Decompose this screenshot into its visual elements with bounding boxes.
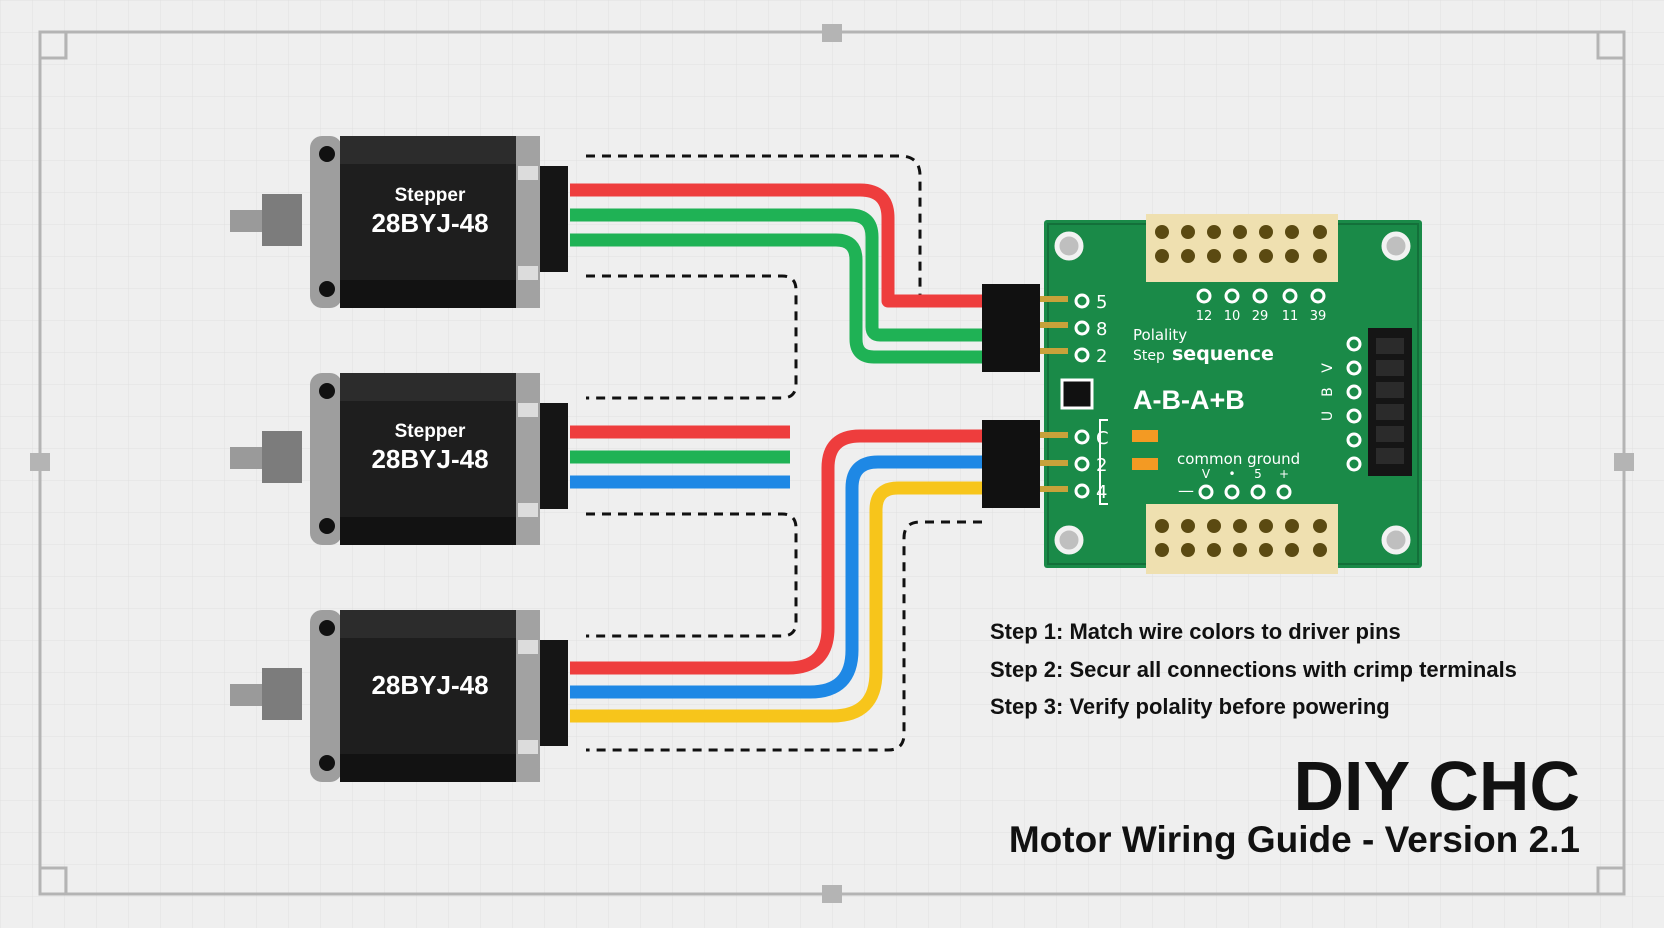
- frame-handle-right[interactable]: [1614, 453, 1634, 471]
- motor-body: [340, 610, 518, 782]
- pin-label: 39: [1310, 309, 1327, 324]
- pin-label: V: [1320, 363, 1336, 373]
- motor-2[interactable]: Stepper 28BYJ-48: [230, 373, 568, 545]
- step-2-text: Step 2: Secur all connections with crimp…: [990, 657, 1517, 682]
- motor-connector: [540, 403, 568, 509]
- page-title: DIY CHC: [1293, 747, 1580, 825]
- frame: [30, 24, 1634, 903]
- pin-label: 29: [1252, 309, 1269, 324]
- motor-3[interactable]: 28BYJ-48: [230, 610, 568, 782]
- top-terminal-block: [1146, 214, 1338, 282]
- bottom-terminal-block: [1146, 504, 1338, 574]
- motor-2-name: Stepper: [395, 421, 466, 442]
- driver-connector-bottom[interactable]: C 2 4: [982, 420, 1109, 508]
- motor-3-model: 28BYJ-48: [371, 670, 488, 700]
- driver-connector-top[interactable]: 5 8 2: [982, 284, 1107, 372]
- pin-label: B: [1320, 387, 1336, 397]
- pin-label: 5: [1096, 292, 1107, 313]
- pin-label: U: [1320, 411, 1336, 421]
- pin-label: V: [1202, 467, 1211, 481]
- pin-label: 12: [1196, 309, 1213, 324]
- right-pin-header: [1368, 328, 1412, 476]
- driver-board[interactable]: 12 10 29 11 39 V B U — V • 5 + Polality …: [1044, 214, 1422, 574]
- dashed-guide-4: [586, 520, 982, 752]
- motor-1-model: 28BYJ-48: [371, 208, 488, 238]
- wires: [570, 183, 982, 723]
- step-label: Step: [1133, 348, 1165, 364]
- sequence-label: sequence: [1172, 343, 1274, 365]
- frame-handle-bottom[interactable]: [822, 885, 842, 903]
- pin-label: 8: [1096, 319, 1107, 340]
- mounting-hole: [319, 518, 335, 534]
- motor-1-wires: [570, 183, 982, 364]
- motor-2-wires: [570, 425, 790, 489]
- pin-label: +: [1279, 467, 1289, 481]
- wire: [570, 183, 982, 308]
- polarity-label: Polality: [1133, 326, 1187, 344]
- motor-connector: [540, 640, 568, 746]
- step-3-text: Step 3: Verify polality before powering: [990, 694, 1390, 719]
- mounting-hole: [319, 383, 335, 399]
- wire: [570, 455, 982, 699]
- mounting-hole: [319, 146, 335, 162]
- wire: [570, 429, 982, 675]
- instructions: Step 1: Match wire colors to driver pins…: [990, 619, 1517, 719]
- board-mounting-holes: [1054, 231, 1411, 555]
- wire: [570, 233, 982, 364]
- sequence-value: A-B-A+B: [1133, 385, 1245, 415]
- motor-connector: [540, 166, 568, 272]
- pin-label: 2: [1096, 346, 1107, 367]
- smd-component: [1132, 430, 1158, 442]
- smd-component: [1132, 458, 1158, 470]
- pin-label: 2: [1096, 455, 1107, 476]
- step-1-text: Step 1: Match wire colors to driver pins: [990, 619, 1401, 644]
- page-subtitle: Motor Wiring Guide - Version 2.1: [1009, 819, 1580, 860]
- pin-label: C: [1096, 428, 1109, 449]
- bracket: [1099, 419, 1108, 505]
- motor-body: [340, 373, 518, 545]
- wire: [570, 208, 982, 342]
- mounting-hole: [319, 620, 335, 636]
- pin-label: 4: [1096, 482, 1107, 503]
- chip: [1060, 378, 1094, 410]
- wire: [570, 481, 982, 723]
- motor-body: [340, 136, 518, 308]
- motor-1-name: Stepper: [395, 185, 466, 206]
- mounting-hole: [319, 755, 335, 771]
- pin-label: —: [1178, 481, 1194, 500]
- pin-label: 5: [1254, 467, 1262, 481]
- motor-1[interactable]: Stepper 28BYJ-48: [230, 136, 568, 308]
- pin-label: 10: [1224, 309, 1241, 324]
- common-ground-label: common ground: [1177, 450, 1300, 468]
- frame-handle-top[interactable]: [822, 24, 842, 42]
- dashed-guides: [586, 154, 982, 752]
- pin-label: 11: [1282, 309, 1299, 324]
- mounting-hole: [319, 281, 335, 297]
- frame-handle-left[interactable]: [30, 453, 50, 471]
- pin-label: •: [1228, 467, 1235, 481]
- motor-3-wires: [570, 429, 982, 723]
- motor-2-model: 28BYJ-48: [371, 444, 488, 474]
